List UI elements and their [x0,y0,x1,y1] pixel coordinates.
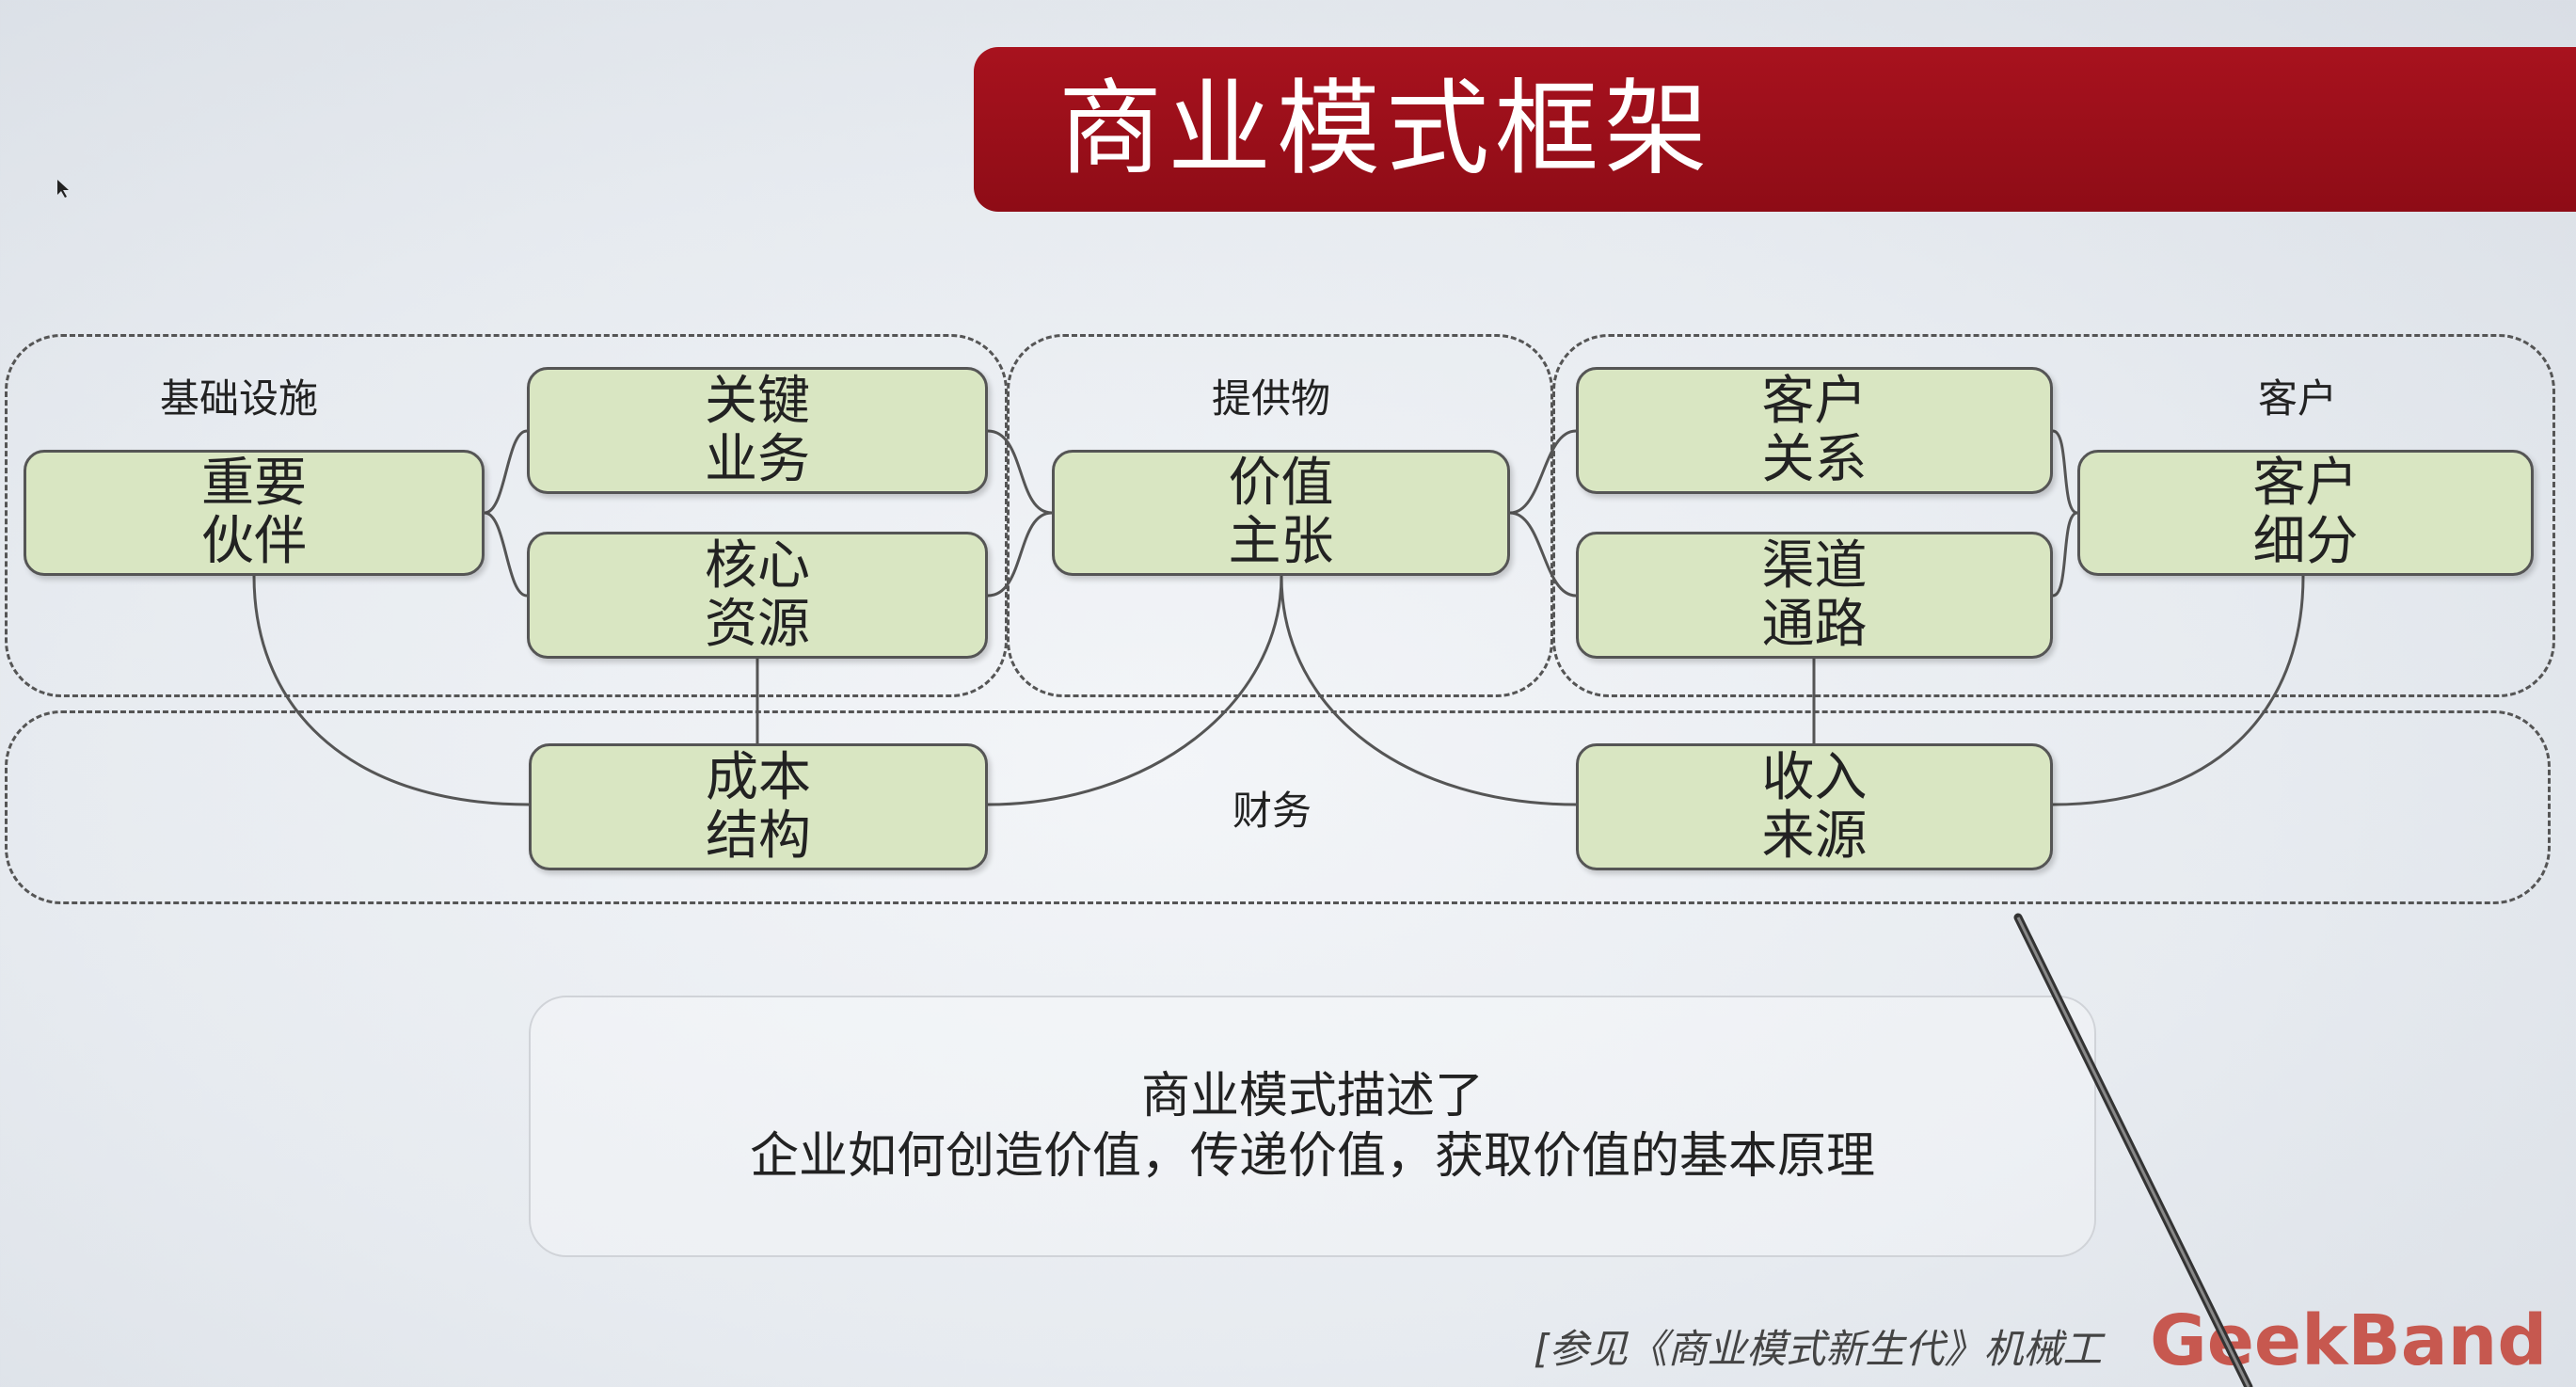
summary-line2: 企业如何创造价值，传递价值，获取价值的基本原理 [749,1128,1875,1185]
offering-group [1007,334,1553,697]
key-resources-line2: 资源 [705,593,810,655]
customer-label: 客户 [2258,375,2338,422]
finance-group [5,710,2551,904]
key-partners-block: 重要 伙伴 [24,450,485,576]
customer-relationships-line1: 客户 [1761,370,1868,432]
customer-segments-line1: 客户 [2252,453,2359,514]
value-proposition-line2: 主张 [1228,511,1334,572]
customer-segments-line2: 细分 [2252,511,2359,572]
title-banner: 商业模式框架 [974,47,2576,212]
customer-segments-block: 客户 细分 [2077,450,2534,576]
customer-group [1552,334,2555,697]
finance-label: 财务 [1232,788,1312,834]
revenue-streams-block: 收入 来源 [1576,743,2053,870]
mouse-cursor-icon [57,180,69,198]
value-proposition-block: 价值 主张 [1052,450,1510,576]
key-activities-block: 关键 业务 [527,367,988,494]
key-activities-line1: 关键 [705,370,810,432]
infrastructure-group [5,334,1008,697]
key-partners-line2: 伙伴 [201,511,307,572]
citation-text: [参见《商业模式新生代》机械工 [1534,1326,2103,1372]
summary-box: 商业模式描述了 企业如何创造价值，传递价值，获取价值的基本原理 [529,996,2096,1257]
cost-structure-line2: 结构 [706,805,811,867]
page-title: 商业模式框架 [1058,69,1713,189]
channels-line1: 渠道 [1761,534,1868,597]
customer-relationships-line2: 关系 [1761,428,1868,490]
cost-structure-line1: 成本 [706,746,811,808]
revenue-streams-line1: 收入 [1761,746,1868,808]
value-proposition-line1: 价值 [1228,453,1334,514]
key-resources-line1: 核心 [705,534,810,597]
customer-relationships-block: 客户 关系 [1576,367,2053,494]
key-partners-line1: 重要 [201,453,307,514]
offering-label: 提供物 [1212,375,1331,422]
channels-line2: 通路 [1761,593,1868,655]
infrastructure-label: 基础设施 [160,375,319,422]
key-activities-line2: 业务 [705,428,810,490]
key-resources-block: 核心 资源 [527,532,988,659]
revenue-streams-line2: 来源 [1761,805,1868,867]
cost-structure-block: 成本 结构 [529,743,988,870]
channels-block: 渠道 通路 [1576,532,2053,659]
summary-line1: 商业模式描述了 [1140,1068,1484,1124]
